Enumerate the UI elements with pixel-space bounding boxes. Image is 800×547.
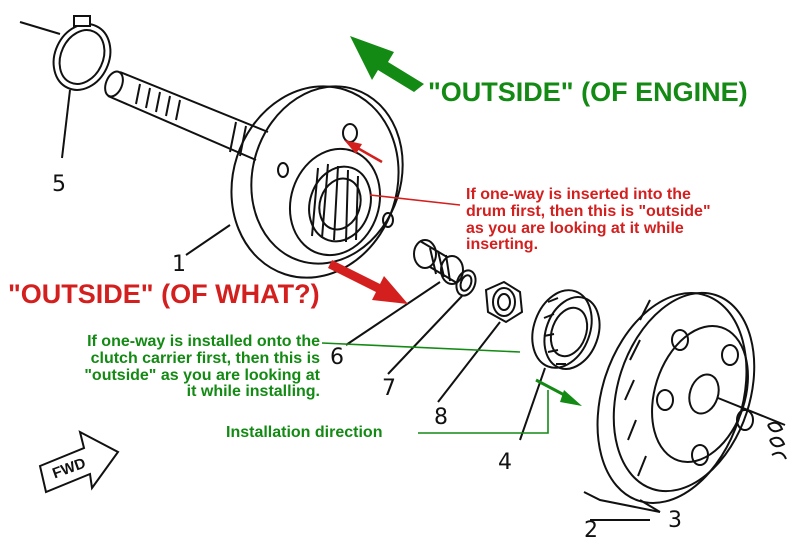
carrier-note-line: it while installing. bbox=[186, 383, 320, 401]
part-number-4: 4 bbox=[498, 450, 512, 475]
one-way-bearing-part bbox=[519, 289, 601, 441]
needle-bearing-part bbox=[345, 239, 464, 346]
drum-note-line: inserting. bbox=[466, 236, 539, 254]
part-number-3: 3 bbox=[668, 508, 682, 533]
bushing-part bbox=[437, 280, 524, 403]
drum-note-line: If one-way is inserted into the bbox=[466, 186, 691, 203]
red-arrow-icon bbox=[328, 260, 408, 304]
red-callouts bbox=[328, 140, 461, 304]
part-number-8: 8 bbox=[434, 405, 448, 430]
drum-note-line: as you are looking at it while bbox=[466, 219, 684, 237]
green-arrow-icon bbox=[350, 36, 424, 92]
carrier-note: If one-way is installed onto the clutch … bbox=[22, 333, 320, 401]
installation-direction-label: Installation direction bbox=[226, 424, 383, 441]
circlip-part bbox=[19, 15, 112, 159]
outside-of-engine-label: "OUTSIDE" (OF ENGINE) bbox=[428, 77, 748, 107]
shaft-part bbox=[104, 70, 269, 161]
green-callouts bbox=[321, 36, 582, 434]
part-number-6: 6 bbox=[330, 345, 344, 370]
part-number-5: 5 bbox=[52, 172, 66, 197]
drum-note: If one-way is inserted into the drum fir… bbox=[466, 186, 711, 254]
clutch-drum-part bbox=[185, 85, 404, 279]
carrier-note-line: clutch carrier first, then this is bbox=[90, 349, 320, 367]
fwd-arrow-icon bbox=[38, 430, 120, 494]
part-number-7: 7 bbox=[382, 376, 396, 401]
carrier-note-line: If one-way is installed onto the bbox=[87, 333, 320, 350]
carrier-note-line: "outside" as you are looking at bbox=[84, 366, 320, 384]
drum-note-line: drum first, then this is "outside" bbox=[466, 202, 711, 220]
clutch-carrier-part bbox=[583, 291, 787, 521]
part-number-1: 1 bbox=[172, 252, 186, 277]
part-number-2: 2 bbox=[584, 518, 598, 543]
snap-ring-part bbox=[387, 269, 477, 375]
outside-of-what-label: "OUTSIDE" (OF WHAT?) bbox=[8, 279, 320, 309]
